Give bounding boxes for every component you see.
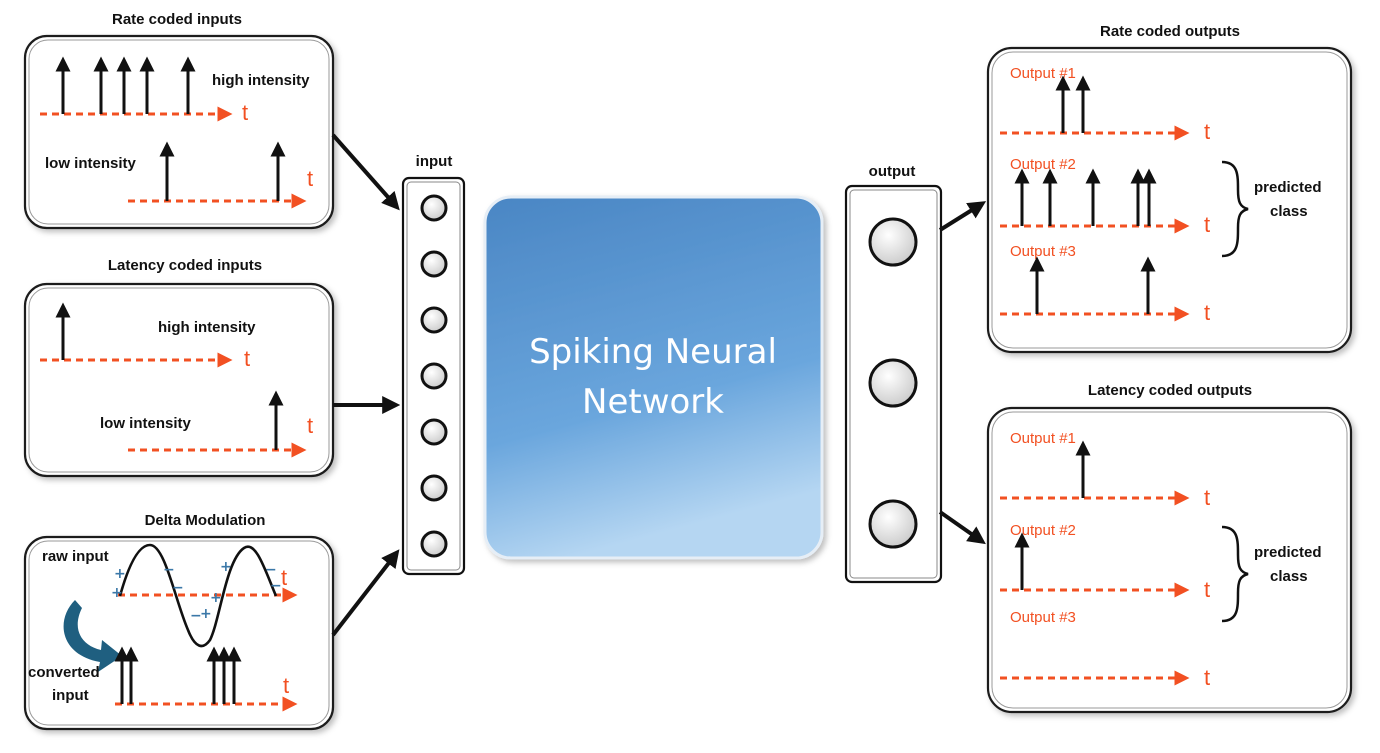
neuron-node (420, 362, 448, 390)
neuron-node (420, 530, 448, 558)
network-title-line1: Spiking Neural (529, 332, 777, 372)
latency-predicted-label: predicted (1254, 544, 1322, 561)
output-neurons (868, 217, 918, 549)
rate-to-input-arrow (331, 133, 400, 211)
converted-label-input: input (52, 687, 89, 704)
minus-sign: − (270, 578, 282, 594)
delta-modulation-panel: Delta Modulation raw input t + + − − − +… (23, 512, 335, 731)
rate-class-label: class (1270, 203, 1308, 220)
latency-inputs-box (23, 282, 335, 478)
delta-converted-axis-label: t (283, 673, 289, 698)
delta-title: Delta Modulation (145, 512, 266, 529)
rate-output-3-t: t (1204, 300, 1210, 325)
converted-label: converted (28, 664, 100, 681)
rate-high-label: high intensity (212, 72, 310, 89)
latency-inputs-title: Latency coded inputs (108, 257, 262, 274)
minus-sign: − (172, 580, 184, 596)
input-layer: input (401, 153, 466, 576)
latency-outputs-box (986, 406, 1353, 714)
rate-coded-inputs-panel: Rate coded inputs t high intensity low i… (23, 11, 335, 230)
rate-low-axis-label: t (307, 166, 313, 191)
rate-low-label: low intensity (45, 155, 137, 172)
latency-output-1-t: t (1204, 485, 1210, 510)
plus-sign: + (200, 606, 212, 622)
plus-sign: + (220, 559, 232, 575)
rate-output-2-label: Output #2 (1010, 156, 1076, 173)
latency-low-label: low intensity (100, 415, 192, 432)
latency-outputs-title: Latency coded outputs (1088, 382, 1252, 399)
latency-output-3-t: t (1204, 665, 1210, 690)
rate-high-spikes (55, 56, 196, 114)
neuron-node (868, 358, 918, 408)
latency-output-2-t: t (1204, 577, 1210, 602)
neuron-node (420, 194, 448, 222)
latency-class-label: class (1270, 568, 1308, 585)
delta-raw-axis-label: t (281, 565, 287, 590)
minus-sign: − (265, 562, 277, 578)
rate-output-2-t: t (1204, 212, 1210, 237)
neuron-node (420, 474, 448, 502)
input-neurons (420, 194, 448, 558)
latency-coded-inputs-panel: Latency coded inputs t high intensity lo… (23, 257, 335, 478)
plus-sign: + (210, 590, 222, 606)
raw-input-label: raw input (42, 548, 109, 565)
raw-input-wave (118, 543, 278, 648)
output-layer: output (844, 163, 943, 584)
neuron-node (868, 499, 918, 549)
plus-sign: + (114, 566, 126, 582)
latency-output-1-label: Output #1 (1010, 430, 1076, 447)
rate-high-axis-label: t (242, 100, 248, 125)
latency-output-2-label: Output #2 (1010, 522, 1076, 539)
rate-outputs-title: Rate coded outputs (1100, 23, 1240, 40)
output-to-latency-arrow (938, 510, 986, 545)
rate-brace-icon (1221, 160, 1249, 258)
delta-signs: + + − − − + + + − − (111, 559, 282, 624)
rate-predicted-label: predicted (1254, 179, 1322, 196)
rate-inputs-box (23, 34, 335, 230)
output-layer-label: output (869, 163, 916, 180)
rate-output-1-label: Output #1 (1010, 65, 1076, 82)
input-layer-label: input (416, 153, 453, 170)
rate-inputs-title: Rate coded inputs (112, 11, 242, 28)
rate-output-3-label: Output #3 (1010, 243, 1076, 260)
latency-high-axis-label: t (244, 346, 250, 371)
latency-brace-icon (1221, 525, 1249, 623)
neuron-node (420, 306, 448, 334)
rate-coded-outputs-panel: Rate coded outputs Output #1 t Output #2… (986, 23, 1353, 354)
latency-high-label: high intensity (158, 319, 256, 336)
neuron-node (420, 418, 448, 446)
neuron-node (420, 250, 448, 278)
conversion-curve-arrow-icon (63, 600, 122, 672)
plus-sign: + (111, 585, 123, 601)
converted-spikes (114, 646, 242, 704)
latency-coded-outputs-panel: Latency coded outputs Output #1 t Output… (986, 382, 1353, 714)
output-to-rate-arrow (938, 201, 987, 232)
spiking-neural-network-block: Spiking Neural Network (483, 195, 824, 560)
rate-output-1-t: t (1204, 119, 1210, 144)
rate-outputs-box (986, 46, 1353, 354)
neuron-node (868, 217, 918, 267)
minus-sign: − (163, 562, 175, 578)
network-box (483, 195, 824, 560)
network-title-line2: Network (582, 382, 724, 422)
latency-output-3-label: Output #3 (1010, 609, 1076, 626)
latency-low-axis-label: t (307, 413, 313, 438)
delta-to-input-arrow (331, 549, 400, 637)
minus-sign: − (190, 608, 202, 624)
